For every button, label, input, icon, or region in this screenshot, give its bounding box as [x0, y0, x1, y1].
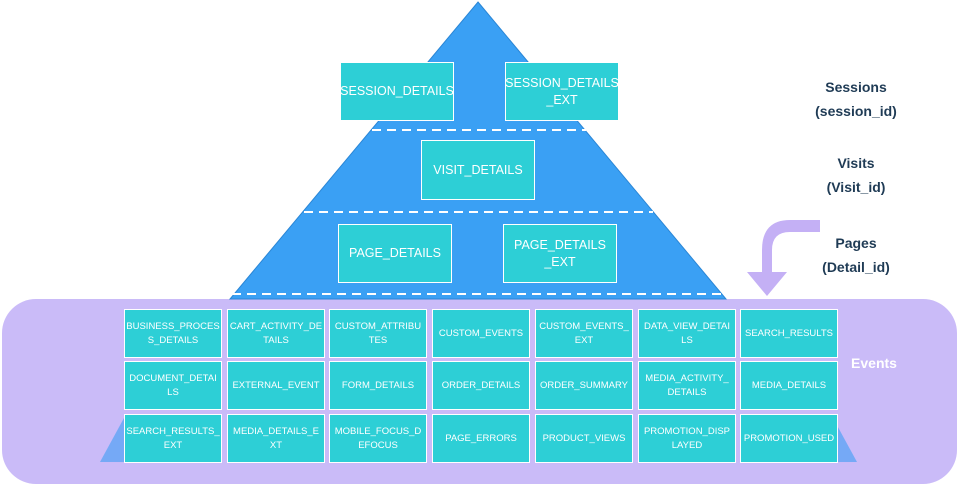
- table-event-2-0: SEARCH_RESULTS_ EXT: [124, 414, 222, 463]
- table-event-2-3: PAGE_ERRORS: [432, 414, 530, 463]
- table-event-1-6: MEDIA_DETAILS: [740, 361, 838, 410]
- table-event-0-3: CUSTOM_EVENTS: [432, 309, 530, 358]
- table-event-0-1: CART_ACTIVITY_DE TAILS: [227, 309, 325, 358]
- level-label-visits: Visits (Visit_id): [826, 155, 886, 195]
- table-page-details: PAGE_DETAILS: [338, 224, 452, 283]
- table-event-1-2: FORM_DETAILS: [329, 361, 427, 410]
- pyramid-right-corner: [833, 418, 857, 462]
- table-session-details: SESSION_DETAILS: [340, 62, 454, 121]
- table-event-1-5: MEDIA_ACTIVITY_ DETAILS: [638, 361, 736, 410]
- table-event-2-6: PROMOTION_USED: [740, 414, 838, 463]
- table-event-0-4: CUSTOM_EVENTS_ EXT: [535, 309, 633, 358]
- table-session-details-ext: SESSION_DETAILS _EXT: [505, 62, 619, 121]
- table-event-0-6: SEARCH_RESULTS: [740, 309, 838, 358]
- curved-arrow-icon: [747, 220, 820, 296]
- table-event-0-2: CUSTOM_ATTRIBU TES: [329, 309, 427, 358]
- table-event-1-4: ORDER_SUMMARY: [535, 361, 633, 410]
- level-label-sessions: Sessions (session_id): [815, 79, 897, 119]
- table-event-0-5: DATA_VIEW_DETAI LS: [638, 309, 736, 358]
- pyramid-left-corner: [100, 418, 124, 462]
- table-event-2-1: MEDIA_DETAILS_E XT: [227, 414, 325, 463]
- level-label-events: Events: [851, 355, 897, 371]
- level-label-pages: Pages (Detail_id): [822, 235, 890, 275]
- table-event-1-3: ORDER_DETAILS: [432, 361, 530, 410]
- table-visit-details: VISIT_DETAILS: [421, 140, 535, 200]
- table-event-2-4: PRODUCT_VIEWS: [535, 414, 633, 463]
- table-page-details-ext: PAGE_DETAILS _EXT: [503, 224, 617, 283]
- table-event-1-0: DOCUMENT_DETAI LS: [124, 361, 222, 410]
- table-event-2-2: MOBILE_FOCUS_D EFOCUS: [329, 414, 427, 463]
- table-event-1-1: EXTERNAL_EVENT: [227, 361, 325, 410]
- table-event-2-5: PROMOTION_DISP LAYED: [638, 414, 736, 463]
- table-event-0-0: BUSINESS_PROCES S_DETAILS: [124, 309, 222, 358]
